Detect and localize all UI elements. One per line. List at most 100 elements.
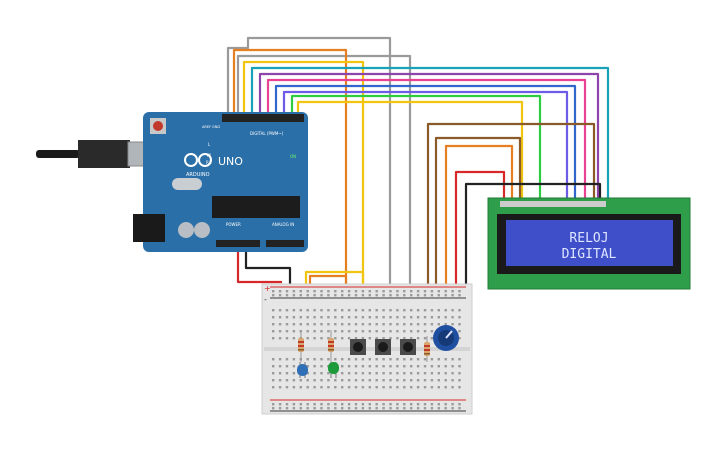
breadboard-hole[interactable]: [334, 358, 337, 361]
breadboard-hole[interactable]: [354, 379, 358, 382]
breadboard-hole[interactable]: [396, 323, 399, 326]
breadboard-hole[interactable]: [451, 379, 454, 382]
breadboard-hole[interactable]: [416, 337, 420, 340]
breadboard-hole[interactable]: [306, 330, 309, 333]
breadboard-hole[interactable]: [361, 407, 365, 410]
breadboard-hole[interactable]: [368, 337, 371, 340]
breadboard-hole[interactable]: [437, 323, 440, 326]
breadboard-hole[interactable]: [403, 386, 406, 389]
breadboard-hole[interactable]: [313, 294, 316, 297]
breadboard-hole[interactable]: [320, 323, 323, 326]
resistor-2[interactable]: [328, 330, 334, 362]
breadboard-hole[interactable]: [430, 294, 434, 297]
breadboard-hole[interactable]: [410, 337, 413, 340]
breadboard-hole[interactable]: [292, 403, 296, 406]
breadboard-hole[interactable]: [458, 290, 461, 293]
breadboard-hole[interactable]: [423, 407, 427, 410]
breadboard-hole[interactable]: [423, 379, 427, 382]
breadboard-hole[interactable]: [334, 294, 337, 297]
breadboard-hole[interactable]: [278, 379, 282, 382]
breadboard-hole[interactable]: [278, 372, 282, 375]
breadboard-hole[interactable]: [375, 365, 378, 368]
breadboard-hole[interactable]: [334, 330, 337, 333]
breadboard-hole[interactable]: [458, 379, 461, 382]
breadboard-hole[interactable]: [410, 309, 413, 312]
reset-button-cap[interactable]: [153, 121, 163, 131]
breadboard-hole[interactable]: [354, 290, 358, 293]
breadboard-hole[interactable]: [292, 386, 296, 389]
breadboard-hole[interactable]: [347, 403, 351, 406]
breadboard-hole[interactable]: [375, 386, 378, 389]
breadboard-hole[interactable]: [313, 372, 316, 375]
wire-brown-2[interactable]: [434, 136, 522, 290]
breadboard-hole[interactable]: [292, 365, 296, 368]
breadboard-hole[interactable]: [347, 309, 351, 312]
breadboard-hole[interactable]: [410, 365, 413, 368]
breadboard-hole[interactable]: [272, 309, 275, 312]
wire-yellow-2[interactable]: [296, 100, 524, 200]
breadboard-hole[interactable]: [410, 386, 413, 389]
breadboard-hole[interactable]: [347, 323, 351, 326]
breadboard-hole[interactable]: [451, 372, 454, 375]
breadboard-hole[interactable]: [285, 358, 289, 361]
breadboard-hole[interactable]: [416, 386, 420, 389]
breadboard-hole[interactable]: [313, 323, 316, 326]
breadboard-hole[interactable]: [437, 403, 440, 406]
breadboard-hole[interactable]: [437, 386, 440, 389]
breadboard-hole[interactable]: [396, 290, 399, 293]
breadboard-hole[interactable]: [320, 309, 323, 312]
breadboard-hole[interactable]: [272, 379, 275, 382]
breadboard-hole[interactable]: [278, 407, 282, 410]
breadboard-hole[interactable]: [334, 403, 337, 406]
breadboard-hole[interactable]: [451, 323, 454, 326]
breadboard-hole[interactable]: [416, 403, 420, 406]
breadboard-hole[interactable]: [341, 330, 344, 333]
breadboard-hole[interactable]: [396, 337, 399, 340]
breadboard-hole[interactable]: [389, 386, 392, 389]
breadboard-hole[interactable]: [327, 323, 330, 326]
breadboard-hole[interactable]: [299, 290, 302, 293]
breadboard-hole[interactable]: [375, 323, 378, 326]
breadboard-hole[interactable]: [334, 309, 337, 312]
breadboard-hole[interactable]: [430, 323, 434, 326]
breadboard-hole[interactable]: [327, 386, 330, 389]
resistor-1[interactable]: [298, 330, 304, 362]
breadboard-hole[interactable]: [341, 358, 344, 361]
breadboard-hole[interactable]: [389, 372, 392, 375]
breadboard-hole[interactable]: [341, 407, 344, 410]
breadboard-hole[interactable]: [354, 316, 358, 319]
breadboard-hole[interactable]: [334, 316, 337, 319]
breadboard-hole[interactable]: [375, 290, 378, 293]
breadboard-hole[interactable]: [403, 290, 406, 293]
breadboard-hole[interactable]: [285, 290, 289, 293]
breadboard-hole[interactable]: [403, 337, 406, 340]
breadboard-hole[interactable]: [403, 294, 406, 297]
breadboard-hole[interactable]: [430, 379, 434, 382]
breadboard-hole[interactable]: [430, 316, 434, 319]
breadboard-hole[interactable]: [285, 337, 289, 340]
breadboard-hole[interactable]: [320, 337, 323, 340]
breadboard-hole[interactable]: [430, 358, 434, 361]
breadboard-hole[interactable]: [368, 290, 371, 293]
breadboard-hole[interactable]: [458, 323, 461, 326]
breadboard-hole[interactable]: [437, 316, 440, 319]
breadboard-hole[interactable]: [285, 330, 289, 333]
breadboard-hole[interactable]: [458, 358, 461, 361]
breadboard-hole[interactable]: [416, 294, 420, 297]
breadboard-hole[interactable]: [272, 294, 275, 297]
breadboard-hole[interactable]: [285, 309, 289, 312]
breadboard-hole[interactable]: [451, 386, 454, 389]
breadboard-hole[interactable]: [272, 403, 275, 406]
breadboard-hole[interactable]: [368, 316, 371, 319]
breadboard-hole[interactable]: [334, 337, 337, 340]
breadboard-hole[interactable]: [361, 316, 365, 319]
breadboard-hole[interactable]: [272, 372, 275, 375]
breadboard-hole[interactable]: [354, 323, 358, 326]
breadboard-hole[interactable]: [313, 290, 316, 293]
breadboard-hole[interactable]: [382, 316, 385, 319]
breadboard-hole[interactable]: [458, 294, 461, 297]
breadboard-hole[interactable]: [292, 323, 296, 326]
breadboard-hole[interactable]: [299, 323, 302, 326]
breadboard-hole[interactable]: [361, 386, 365, 389]
breadboard-hole[interactable]: [285, 403, 289, 406]
